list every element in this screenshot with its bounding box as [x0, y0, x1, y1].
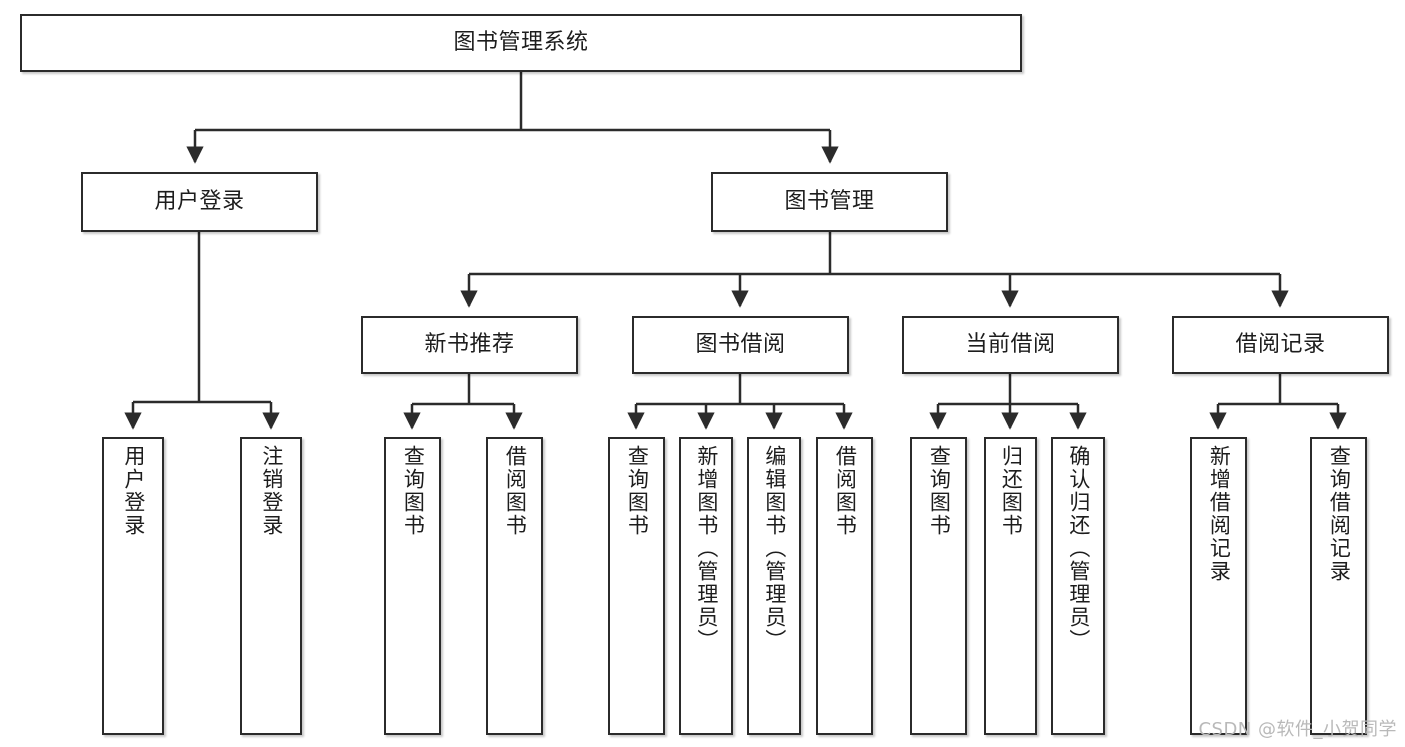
leaf-add-book-admin[interactable]: 新增图书（管理员） [679, 437, 733, 735]
node-user-login-label: 用户登录 [154, 189, 245, 215]
leaf-add-book-admin-label: 新增图书（管理员） [694, 445, 719, 652]
node-borrow-record[interactable]: 借阅记录 [1172, 316, 1389, 374]
leaf-query-book-borrow-label: 查询图书 [625, 445, 650, 537]
leaf-return-book-label: 归还图书 [999, 445, 1024, 537]
leaf-logout[interactable]: 注销登录 [240, 437, 302, 735]
leaf-return-book[interactable]: 归还图书 [984, 437, 1037, 735]
leaf-query-book-recommend[interactable]: 查询图书 [384, 437, 441, 735]
node-user-login[interactable]: 用户登录 [81, 172, 318, 232]
leaf-borrow-book[interactable]: 借阅图书 [816, 437, 873, 735]
leaf-query-book-current-label: 查询图书 [927, 445, 952, 537]
leaf-borrow-book-recommend-label: 借阅图书 [503, 445, 528, 537]
leaf-add-borrow-record-label: 新增借阅记录 [1207, 445, 1232, 583]
node-book-borrow[interactable]: 图书借阅 [632, 316, 849, 374]
leaf-borrow-book-recommend[interactable]: 借阅图书 [486, 437, 543, 735]
leaf-user-login[interactable]: 用户登录 [102, 437, 164, 735]
node-book-management[interactable]: 图书管理 [711, 172, 948, 232]
leaf-edit-book-admin[interactable]: 编辑图书（管理员） [747, 437, 801, 735]
node-root-label: 图书管理系统 [453, 30, 589, 56]
node-book-management-label: 图书管理 [784, 189, 875, 215]
leaf-user-login-label: 用户登录 [121, 445, 146, 537]
node-new-book-recommend-label: 新书推荐 [424, 332, 515, 358]
node-root[interactable]: 图书管理系统 [20, 14, 1022, 72]
node-new-book-recommend[interactable]: 新书推荐 [361, 316, 578, 374]
leaf-query-book-borrow[interactable]: 查询图书 [608, 437, 665, 735]
leaf-logout-label: 注销登录 [259, 445, 284, 537]
leaf-confirm-return-admin-label: 确认归还（管理员） [1066, 445, 1091, 652]
node-current-borrow-label: 当前借阅 [965, 332, 1056, 358]
leaf-add-borrow-record[interactable]: 新增借阅记录 [1190, 437, 1247, 735]
leaf-edit-book-admin-label: 编辑图书（管理员） [762, 445, 787, 652]
leaf-confirm-return-admin[interactable]: 确认归还（管理员） [1051, 437, 1105, 735]
leaf-query-borrow-record[interactable]: 查询借阅记录 [1310, 437, 1367, 735]
watermark: CSDN @软件_小贺同学 [1198, 719, 1397, 740]
leaf-borrow-book-label: 借阅图书 [833, 445, 858, 537]
leaf-query-book-recommend-label: 查询图书 [401, 445, 426, 537]
leaf-query-book-current[interactable]: 查询图书 [910, 437, 967, 735]
node-current-borrow[interactable]: 当前借阅 [902, 316, 1119, 374]
leaf-query-borrow-record-label: 查询借阅记录 [1327, 445, 1352, 583]
node-book-borrow-label: 图书借阅 [695, 332, 786, 358]
node-borrow-record-label: 借阅记录 [1235, 332, 1326, 358]
